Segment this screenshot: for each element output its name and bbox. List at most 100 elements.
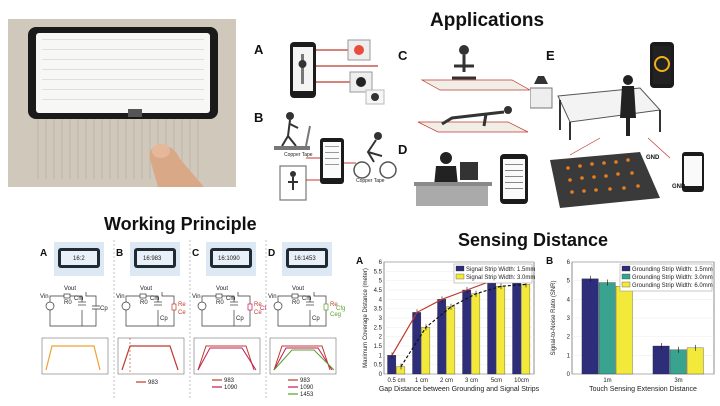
chart-a-xtick-label: 1 cm (415, 378, 428, 384)
chart-b-bar (615, 286, 633, 375)
wp-screen-value-a: 16:2 (73, 256, 85, 262)
wp-circuit-c (197, 292, 253, 327)
wp-label-ceg-d: Ceg (330, 312, 341, 318)
wp-label-r0-c: R0 (216, 300, 224, 306)
wp-panel-d-letter: D (268, 248, 275, 259)
chart-a-xtick-label: 10cm (514, 378, 529, 384)
chart-b-ytick-label: 3 (567, 316, 571, 322)
wp-label-r0-b: R0 (140, 300, 148, 306)
chart-a-bar (437, 299, 447, 375)
app-panel-a-letter: A (254, 42, 264, 57)
working-principle-diagram: A B C D 16:2 16:983 16:1090 16:1453 (40, 240, 345, 398)
app-panel-d-letter: D (398, 142, 408, 157)
wp-circuit-b (121, 292, 177, 327)
photo-phone-on-strips (8, 19, 236, 187)
gnd-label-top: GND (646, 155, 660, 161)
chart-a-bar (462, 289, 472, 375)
wp-label-cm-b: Cm (150, 296, 159, 302)
chart-b-bar (581, 278, 599, 375)
wp-label-vout-a: Vout (64, 286, 76, 292)
wp-label-vin-d: Vin (268, 294, 277, 300)
wp-phone-d: 16:1453 (282, 242, 332, 276)
chart-a-bar (512, 280, 522, 375)
chart-a-bar (421, 327, 431, 375)
chart-b-legend-entry: Grounding Strip Width: 3.0mm (632, 275, 713, 281)
chart-b-bar (686, 347, 704, 375)
wp-label-cp-b: Cp (160, 316, 168, 322)
chart-a-xtick-label: 2 cm (440, 378, 453, 384)
wp-legend-d-1: 1090 (300, 385, 314, 391)
wp-label-cm-a: Cm (74, 296, 83, 302)
chart-b-legend-swatch (621, 281, 631, 288)
wp-label-vout-d: Vout (292, 286, 304, 292)
chart-a-ytick-label: 2 (379, 335, 383, 341)
wp-label-re-c: Re (254, 302, 262, 308)
chart-a-bar (487, 280, 497, 375)
chart-b-ytick-label: 2 (567, 335, 571, 341)
chart-b-panel-letter: B (546, 256, 553, 267)
chart-a-ytick-label: 3 (379, 316, 383, 322)
chart-b-bar (652, 345, 670, 375)
wp-screen-value-b: 16:983 (143, 256, 162, 262)
chart-b-legend-swatch (621, 265, 631, 272)
chart-a-legend-swatch (455, 273, 465, 280)
wp-waveform-b (117, 337, 185, 375)
sensing-distance-heading: Sensing Distance (458, 230, 609, 250)
wp-label-cm-d: Cm (302, 296, 311, 302)
chart-a-ytick-label: 5 (379, 279, 383, 285)
chart-a-ytick-label: 0.5 (374, 363, 383, 369)
wp-label-cm-c: Cm (226, 296, 235, 302)
wp-legend-c-1: 1090 (224, 385, 238, 391)
chart-b-ylabel: Signal-to-Noise Ratio (SNR) (551, 280, 557, 355)
wp-waveform-d (269, 337, 337, 375)
wp-legend-b-0: 983 (148, 380, 159, 386)
wp-label-r0-a: R0 (64, 300, 72, 306)
wp-label-re-b: Re (178, 302, 186, 308)
wp-label-vout-b: Vout (140, 286, 152, 292)
wp-panel-c-letter: C (192, 248, 199, 259)
app-d-illustration (410, 148, 540, 208)
chart-a-ytick-label: 4.5 (374, 288, 383, 294)
chart-b-xlabel: Touch Sensing Extension Distance (589, 386, 697, 393)
chart-b-bar (669, 349, 687, 375)
app-c-illustration (412, 40, 536, 136)
chart-a-ytick-label: 5.5 (374, 269, 383, 275)
wp-label-vin-b: Vin (116, 294, 125, 300)
wp-screen-value-c: 16:1090 (218, 256, 240, 262)
chart-a-panel-letter: A (356, 256, 363, 267)
chart-a-ytick-label: 4 (379, 297, 383, 303)
wp-circuit-a (45, 292, 100, 327)
wp-label-cp-c: Cp (236, 316, 244, 322)
wp-label-vin-c: Vin (192, 294, 201, 300)
app-a-illustration (280, 36, 390, 108)
wp-legend-d-2: 1453 (300, 392, 314, 398)
app-panel-b-letter: B (254, 110, 264, 125)
chart-b-ytick-label: 0 (567, 372, 571, 378)
chart-a-legend-swatch (455, 265, 465, 272)
chart-b-ytick-label: 6 (567, 260, 571, 266)
wp-label-cfg-d: Cfg (336, 306, 345, 312)
chart-a-bar (412, 312, 422, 375)
chart-b-bar (598, 282, 616, 375)
chart-b-legend-swatch (621, 273, 631, 280)
wp-panel-b-letter: B (116, 248, 123, 259)
chart-a-legend-entry: Signal Strip Width: 3.0mm (466, 275, 535, 281)
applications-heading: Applications (430, 10, 545, 31)
chart-a-trend-line (400, 283, 527, 367)
chart-a-ytick-label: 1 (379, 353, 383, 359)
wp-label-vout-c: Vout (216, 286, 228, 292)
wp-label-cp-a: Cp (100, 306, 108, 312)
app-b-illustration (270, 108, 400, 208)
chart-b-xtick-label: 3m (674, 378, 682, 384)
wp-circuit-d (273, 292, 329, 327)
chart-a-xtick-label: 3 cm (465, 378, 478, 384)
chart-a-bar (471, 293, 481, 375)
chart-b-ytick-label: 5 (567, 279, 571, 285)
chart-a-ylabel: Maximum Coverage Distance (meter) (363, 268, 369, 368)
wp-phone-c: 16:1090 (206, 242, 256, 276)
gnd-label-bottom: GND (672, 184, 686, 190)
app-panel-c-letter: C (398, 48, 408, 63)
wp-label-r0-d: R0 (292, 300, 300, 306)
wp-label-cf-c: Cf (260, 306, 266, 312)
